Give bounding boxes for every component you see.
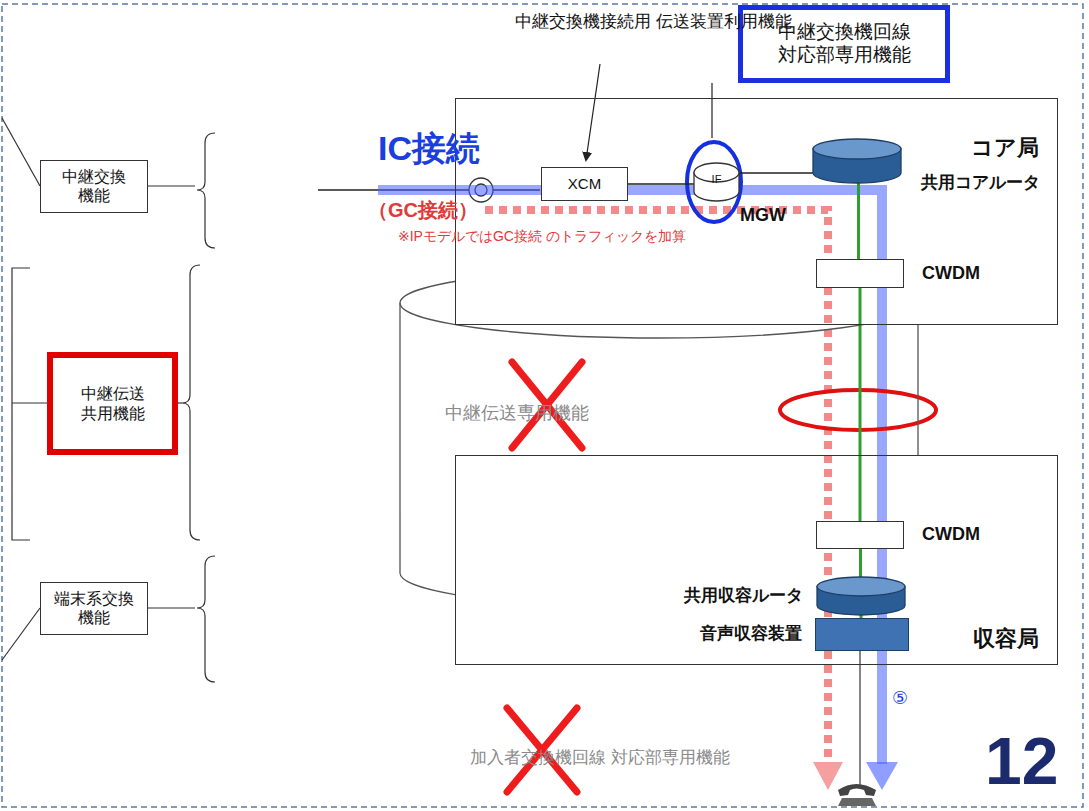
node-text: 中継交換 機能 [62, 167, 126, 205]
ic-route-arrow [378, 190, 882, 764]
function-box: 中継伝送 共用機能 [47, 352, 178, 455]
cwdm-box: CWDM [816, 259, 904, 288]
gc-route-arrow [485, 210, 828, 762]
transmission-cylinder: 中継伝送専用機能 [400, 268, 918, 608]
callout-label: 中継交換機接続用 伝送装置利用機能 [515, 12, 792, 32]
connection-label: （GC接続） [368, 198, 478, 222]
connection-label: IC接続 [378, 128, 480, 169]
connector-line [859, 288, 862, 521]
router-cylinder: 共用コアルータ [813, 139, 901, 183]
highlight-ellipse [687, 142, 741, 222]
note: ※IPモデルではGC接続 のトラフィックを加算 [398, 228, 686, 245]
node-text: IF [712, 173, 722, 186]
function-box: 中継交換 機能 [40, 160, 148, 213]
node-text: 共用収容ルータ [684, 586, 803, 606]
connector-line [857, 183, 860, 259]
crossed-label: 加入者交換機回線 対応部専用機能 [470, 748, 730, 768]
router-cylinder: 共用収容ルータ [817, 577, 905, 615]
node-text: 端末系交換 機能 [54, 589, 134, 627]
arrow-head [813, 762, 843, 790]
node-text: 共用コアルータ [921, 173, 1040, 193]
dashed-frame [2, 4, 1083, 807]
highlight-ellipse [780, 390, 936, 430]
node-text: CWDM [922, 263, 980, 285]
station-box: 収容局CWDM共用収容ルータ音声収容装置 [455, 455, 1058, 665]
cylinder-shape [400, 268, 918, 608]
node-text: CWDM [922, 524, 980, 546]
node-text: 中継交換機回線 対応部専用機能 [778, 21, 911, 67]
node-text: 中継伝送 共用機能 [81, 384, 145, 422]
page-number: 12 [985, 722, 1058, 801]
connector-line [859, 549, 862, 577]
voice-unit-box: 音声収容装置 [815, 618, 909, 651]
cylinder-shape [813, 139, 901, 183]
telephone-icon [838, 784, 876, 806]
cwdm-box: CWDM [816, 521, 904, 549]
left-brackets [2, 118, 215, 682]
cross-mark [507, 362, 582, 792]
node-text: コア局 [971, 135, 1039, 161]
arrow-head [866, 762, 898, 790]
connector-line [739, 172, 813, 173]
station-box: コア局XCMIFMGW共用コアルータCWDM [455, 98, 1058, 325]
node-text: 音声収容装置 [700, 624, 802, 644]
equipment-box: XCM [541, 167, 628, 201]
node-text: MGW [740, 205, 786, 227]
cylinder-shape [817, 577, 905, 615]
callout-number: ⑤ [892, 688, 908, 710]
node-text: 収容局 [973, 626, 1039, 652]
leader-line [711, 83, 712, 138]
connector-line [628, 183, 694, 184]
interface-cylinder: IFMGW [694, 163, 739, 201]
node-text: 中継伝送専用機能 [445, 403, 589, 425]
function-box: 端末系交換 機能 [40, 582, 148, 635]
node-text: XCM [568, 175, 601, 193]
leader-arrow [586, 64, 600, 160]
phone-wire [859, 650, 860, 786]
